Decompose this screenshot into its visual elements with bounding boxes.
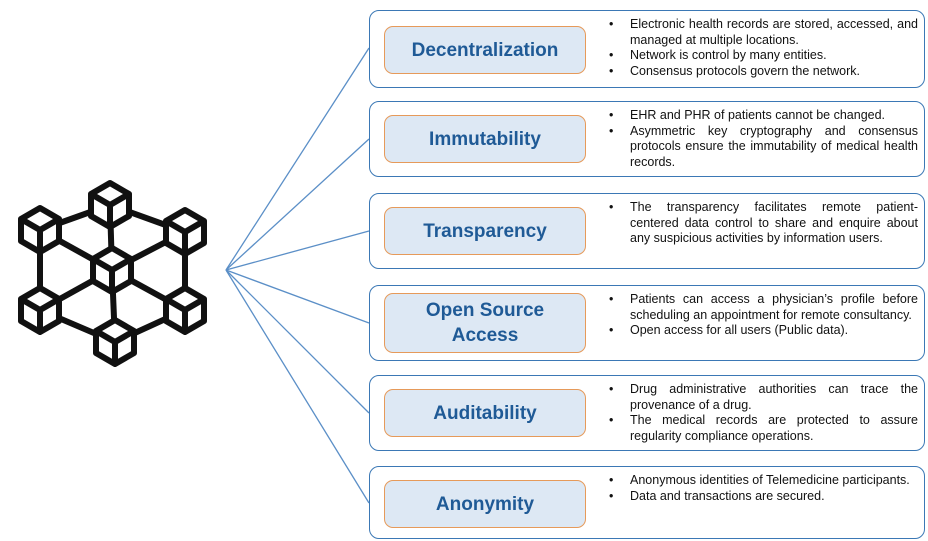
- connector-line: [225, 269, 370, 414]
- feature-bullet: The transparency facilitates remote pati…: [606, 200, 918, 247]
- connector-line: [225, 230, 370, 271]
- feature-label: Decentralization: [384, 26, 586, 74]
- feature-bullet-list: Electronic health records are stored, ac…: [606, 17, 918, 79]
- feature-bullet-list: Drug administrative authorities can trac…: [606, 382, 918, 444]
- feature-bullet-list: Anonymous identities of Telemedicine par…: [606, 473, 918, 504]
- connector-line: [225, 47, 370, 271]
- feature-row-open-source-access: Open Source Access Patients can access a…: [369, 285, 925, 361]
- feature-bullet: Asymmetric key cryptography and consensu…: [606, 124, 918, 171]
- feature-row-transparency: Transparency The transparency facilitate…: [369, 193, 925, 269]
- feature-label-text: Anonymity: [435, 493, 535, 515]
- connector-line: [225, 269, 370, 324]
- feature-bullet: Anonymous identities of Telemedicine par…: [606, 473, 918, 489]
- feature-bullet: The medical records are protected to ass…: [606, 413, 918, 444]
- connector-line: [225, 269, 370, 504]
- feature-label: Auditability: [384, 389, 586, 437]
- feature-bullet: Patients can access a physician’s profil…: [606, 292, 918, 323]
- feature-label-text: Immutability: [429, 128, 541, 150]
- block-cube: [21, 208, 59, 252]
- feature-bullet: Data and transactions are secured.: [606, 489, 918, 505]
- block-cube: [166, 288, 204, 332]
- feature-row-immutability: Immutability EHR and PHR of patients can…: [369, 101, 925, 177]
- feature-label-text: Transparency: [423, 220, 547, 242]
- feature-label: Open Source Access: [384, 293, 586, 353]
- block-cube: [93, 248, 131, 292]
- feature-label: Anonymity: [384, 480, 586, 528]
- feature-label: Immutability: [384, 115, 586, 163]
- feature-label-text: Open Source Access: [425, 300, 545, 346]
- feature-bullet: Network is control by many entities.: [606, 48, 918, 64]
- connector-line: [225, 138, 370, 271]
- block-cube: [21, 288, 59, 332]
- feature-row-decentralization: Decentralization Electronic health recor…: [369, 10, 925, 88]
- feature-label-text: Auditability: [433, 402, 537, 424]
- feature-bullet-list: EHR and PHR of patients cannot be change…: [606, 108, 918, 170]
- feature-bullet-list: The transparency facilitates remote pati…: [606, 200, 918, 247]
- blockchain-network-icon: [0, 170, 230, 375]
- feature-label-text: Decentralization: [411, 39, 559, 61]
- feature-bullet: Consensus protocols govern the network.: [606, 64, 918, 80]
- block-cube: [166, 210, 204, 254]
- block-cube: [91, 183, 129, 227]
- feature-bullet: Open access for all users (Public data).: [606, 323, 918, 339]
- feature-label: Transparency: [384, 207, 586, 255]
- feature-row-anonymity: Anonymity Anonymous identities of Teleme…: [369, 466, 925, 539]
- feature-bullet: Drug administrative authorities can trac…: [606, 382, 918, 413]
- feature-bullet: Electronic health records are stored, ac…: [606, 17, 918, 48]
- feature-bullet-list: Patients can access a physician’s profil…: [606, 292, 918, 339]
- feature-bullet: EHR and PHR of patients cannot be change…: [606, 108, 918, 124]
- feature-row-auditability: Auditability Drug administrative authori…: [369, 375, 925, 451]
- block-cube: [96, 320, 134, 364]
